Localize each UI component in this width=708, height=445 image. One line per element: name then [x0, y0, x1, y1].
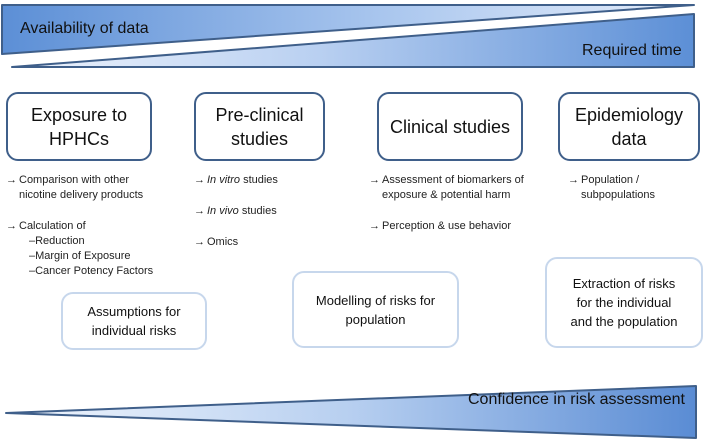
- result-population-model: Modelling of risks for population: [292, 271, 459, 348]
- availability-wedge: [1, 4, 695, 55]
- stage-preclinical: Pre-clinical studies: [194, 92, 325, 161]
- stage-exposure: Exposure to HPHCs: [6, 92, 152, 161]
- arrow-right-icon: →: [369, 174, 380, 186]
- list-item: → Perception & use behavior: [369, 220, 512, 232]
- list-item: → In vitro studies: [194, 174, 278, 186]
- list-item: → Omics: [194, 236, 239, 248]
- list-item: → Calculation of –Reduction –Margin of E…: [6, 219, 191, 279]
- availability-label: Availability of data: [20, 20, 149, 37]
- stage-epidemiology-line1: Epidemiology: [574, 104, 684, 125]
- required-time-wedge: [11, 13, 695, 68]
- list-item: → Population / subpopulations: [568, 174, 656, 201]
- stage-preclinical-line2: studies: [230, 128, 289, 149]
- required-time-label: Required time: [582, 42, 682, 59]
- arrow-right-icon: →: [194, 236, 205, 248]
- stage-clinical-line1: Clinical studies: [389, 116, 511, 137]
- arrow-right-icon: →: [194, 174, 205, 186]
- list-item: → In vivo studies: [194, 205, 277, 217]
- result-individual-risks: Assumptions for individual risks: [61, 292, 207, 350]
- epidemiology-list: → Population / subpopulations: [568, 173, 698, 203]
- confidence-wedge: [5, 385, 697, 439]
- exposure-list: → Comparison with other nicotine deliver…: [6, 173, 191, 279]
- stage-clinical: Clinical studies: [377, 92, 523, 161]
- preclinical-list: → In vitro studies → In vivo studies → O…: [194, 173, 344, 250]
- result-extraction-risks: Extraction of risks for the individual a…: [545, 257, 703, 348]
- list-item: → Comparison with other nicotine deliver…: [6, 174, 144, 201]
- confidence-label: Confidence in risk assessment: [468, 391, 685, 408]
- arrow-right-icon: →: [369, 220, 380, 232]
- sub-item: –Reduction: [29, 235, 85, 247]
- stage-exposure-line1: Exposure to: [30, 104, 128, 125]
- stage-epidemiology-line2: data: [611, 128, 647, 149]
- arrow-right-icon: →: [568, 174, 579, 186]
- stage-exposure-line2: HPHCs: [48, 128, 109, 149]
- arrow-right-icon: →: [194, 205, 205, 217]
- sub-item: –Cancer Potency Factors: [29, 265, 154, 277]
- stage-epidemiology: Epidemiology data: [558, 92, 700, 161]
- list-item: → Assessment of biomarkers of exposure &…: [369, 174, 524, 201]
- clinical-list: → Assessment of biomarkers of exposure &…: [369, 173, 549, 234]
- stage-preclinical-line1: Pre-clinical: [215, 104, 304, 125]
- arrow-right-icon: →: [6, 220, 17, 232]
- arrow-right-icon: →: [6, 174, 17, 186]
- sub-item: –Margin of Exposure: [29, 250, 131, 262]
